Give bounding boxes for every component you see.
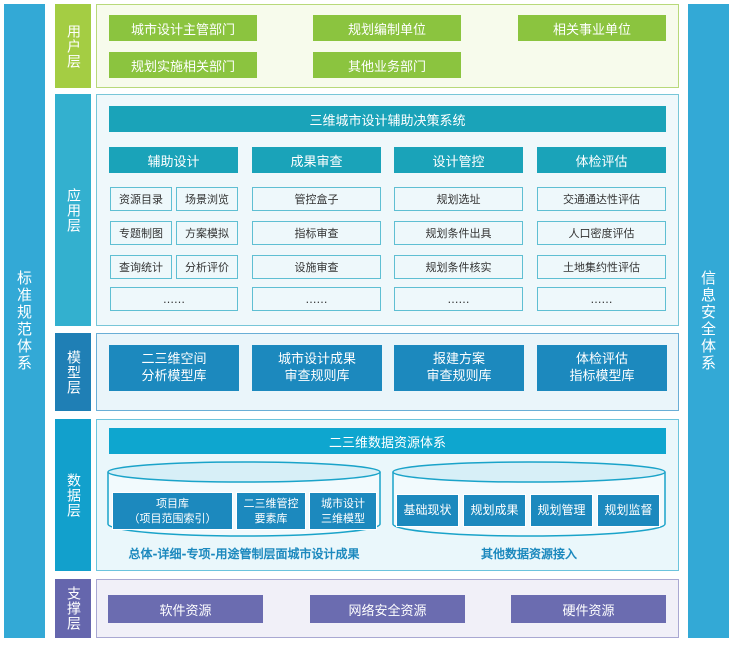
support-layer-label: 支撑层 (55, 579, 91, 638)
user-item: 规划编制单位 (313, 15, 461, 41)
user-item: 相关事业单位 (518, 15, 666, 41)
support-item: 硬件资源 (511, 595, 666, 623)
app-layer-label: 应用层 (55, 94, 91, 326)
model-item: 报建方案审查规则库 (394, 345, 524, 391)
app-cell: 规划条件出具 (394, 221, 523, 245)
app-cell: 资源目录 (110, 187, 172, 211)
user-layer-label: 用户层 (55, 4, 91, 88)
data-item: 项目库（项目范围索引） (112, 492, 233, 530)
app-cell: 查询统计 (110, 255, 172, 279)
app-cell-more: …… (110, 287, 238, 311)
data-caption: 总体-详细-专项-用途管制层面城市设计成果 (128, 547, 360, 561)
data-layer-label: 数据层 (55, 419, 91, 571)
app-cell: 规划条件核实 (394, 255, 523, 279)
app-cell: 分析评价 (176, 255, 238, 279)
app-cell: 专题制图 (110, 221, 172, 245)
app-cell-more: …… (252, 287, 381, 311)
security-system-bar: 信息安全体系 (688, 4, 729, 638)
app-col-header: 设计管控 (394, 147, 523, 173)
data-item: 规划监督 (597, 494, 660, 527)
app-col-header: 成果审查 (252, 147, 381, 173)
app-col-header: 辅助设计 (109, 147, 238, 173)
app-cell-more: …… (394, 287, 523, 311)
app-cell: 交通通达性评估 (537, 187, 666, 211)
model-item: 二三维空间分析模型库 (109, 345, 239, 391)
app-cell: 规划选址 (394, 187, 523, 211)
app-cell: 人口密度评估 (537, 221, 666, 245)
app-cell: 场景浏览 (176, 187, 238, 211)
app-cell-more: …… (537, 287, 666, 311)
user-item: 规划实施相关部门 (109, 52, 257, 78)
app-cell: 设施审查 (252, 255, 381, 279)
app-cell: 方案模拟 (176, 221, 238, 245)
model-item: 体检评估指标模型库 (537, 345, 667, 391)
data-caption: 其他数据资源接入 (480, 547, 577, 561)
app-system-title: 三维城市设计辅助决策系统 (109, 106, 666, 132)
app-cell: 管控盒子 (252, 187, 381, 211)
model-layer-label: 模型层 (55, 333, 91, 411)
app-cell: 指标审查 (252, 221, 381, 245)
data-item: 基础现状 (396, 494, 459, 527)
data-item: 规划成果 (463, 494, 526, 527)
data-item: 规划管理 (530, 494, 593, 527)
model-item: 城市设计成果审查规则库 (252, 345, 382, 391)
app-col-header: 体检评估 (537, 147, 666, 173)
app-cell: 土地集约性评估 (537, 255, 666, 279)
user-item: 其他业务部门 (313, 52, 461, 78)
data-system-title: 二三维数据资源体系 (109, 428, 666, 454)
data-item: 城市设计三维模型 (309, 492, 377, 530)
support-item: 网络安全资源 (310, 595, 465, 623)
support-item: 软件资源 (108, 595, 263, 623)
data-item: 二三维管控要素库 (236, 492, 306, 530)
standards-system-bar: 标准规范体系 (4, 4, 45, 638)
user-item: 城市设计主管部门 (109, 15, 257, 41)
